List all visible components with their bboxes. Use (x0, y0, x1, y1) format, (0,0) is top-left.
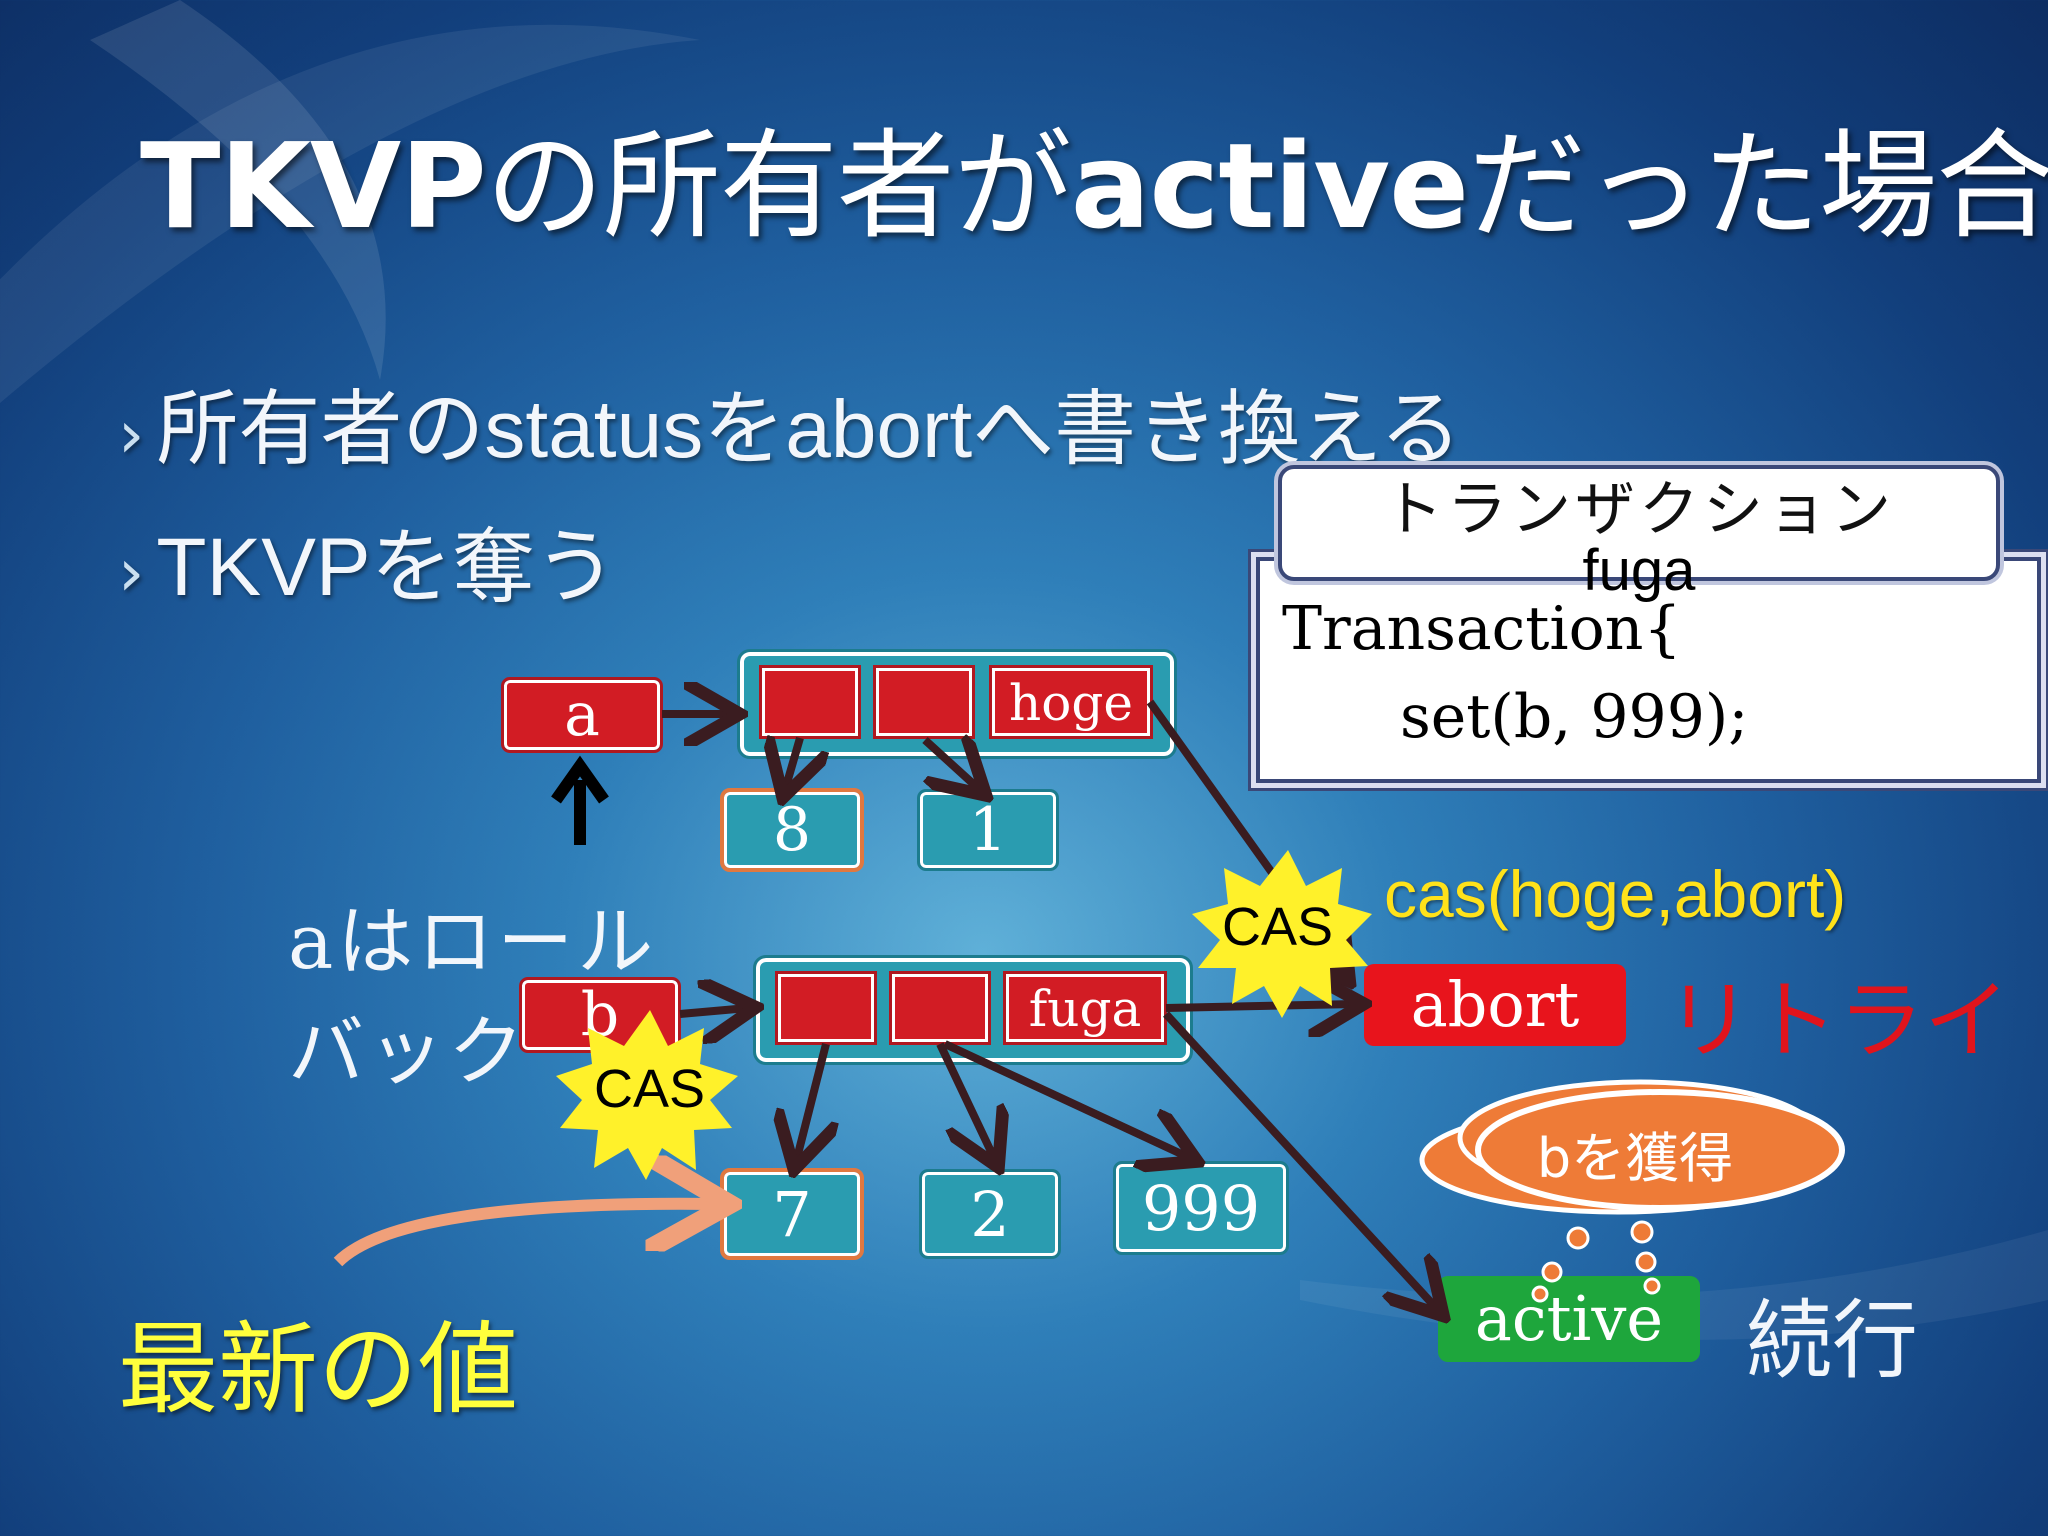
status-abort: abort (1364, 964, 1626, 1046)
continue-text: 続行 (1746, 1291, 1918, 1391)
bullet-2-tkvp: TKVP (156, 522, 371, 613)
bullet-mark: › (118, 396, 145, 473)
cas-call-text: cas(hoge,abort) (1384, 857, 1847, 931)
value-b-999: 999 (1113, 1161, 1289, 1255)
code-line-1: Transaction{ (1282, 594, 1682, 664)
latest-value-arrow (333, 1204, 718, 1267)
bullet-1-status: status (484, 384, 704, 475)
title-suffix: だった場合 (1468, 117, 2048, 255)
transaction-code-box: Transaction{ set(b, 999); (1256, 557, 2041, 783)
acquire-text: bを獲得 (1536, 1127, 1734, 1190)
value-b-old: 7 (720, 1168, 864, 1260)
tkvp-b-old-slot (775, 971, 877, 1045)
up-arrow (551, 755, 609, 845)
cas-label-top: CAS (1222, 897, 1334, 957)
rollback-line-1: aはロール (288, 897, 658, 986)
tkvp-a-old-slot (759, 665, 861, 739)
transaction-name: fuga (1582, 538, 1696, 603)
bullet-1: ›所有者のstatusをabortへ書き換える (118, 362, 1462, 481)
bullet-2-mid: を奪う (370, 520, 617, 615)
cas-label-bottom: CAS (594, 1059, 706, 1119)
tkvp-a-owner: hoge (989, 665, 1153, 739)
latest-value-label: 最新の値 (118, 1311, 518, 1428)
retry-text: リトライ (1666, 971, 2010, 1071)
title-mid: の所有者が (485, 117, 1072, 255)
bullet-1-mid: を (703, 382, 786, 477)
bullet-1-post: へ書き換える (972, 382, 1462, 477)
code-line-2: set(b, 999); (1400, 682, 1749, 752)
tkvp-b-owner: fuga (1003, 971, 1167, 1045)
bullet-1-pre: 所有者の (156, 382, 485, 477)
title-active: active (1070, 117, 1469, 255)
slide-title: TKVPの所有者がactiveだった場合 (140, 90, 2048, 261)
transaction-header-label: トランザクション (1383, 475, 1895, 545)
bullet-1-abort: abort (785, 384, 973, 475)
transaction-header: トランザクション fuga (1278, 465, 2000, 603)
rollback-line-2: バック (288, 1007, 528, 1096)
cas-burst-top (1192, 850, 1372, 1018)
thought-cloud (1419, 1079, 1845, 1303)
node-a: a (501, 677, 663, 753)
cas-burst-bottom (556, 1010, 738, 1180)
tkvp-b-new-slot (889, 971, 991, 1045)
title-prefix: TKVP (140, 117, 487, 255)
bullet-2: ›TKVPを奪う (118, 500, 617, 619)
bullet-mark: › (118, 534, 145, 611)
